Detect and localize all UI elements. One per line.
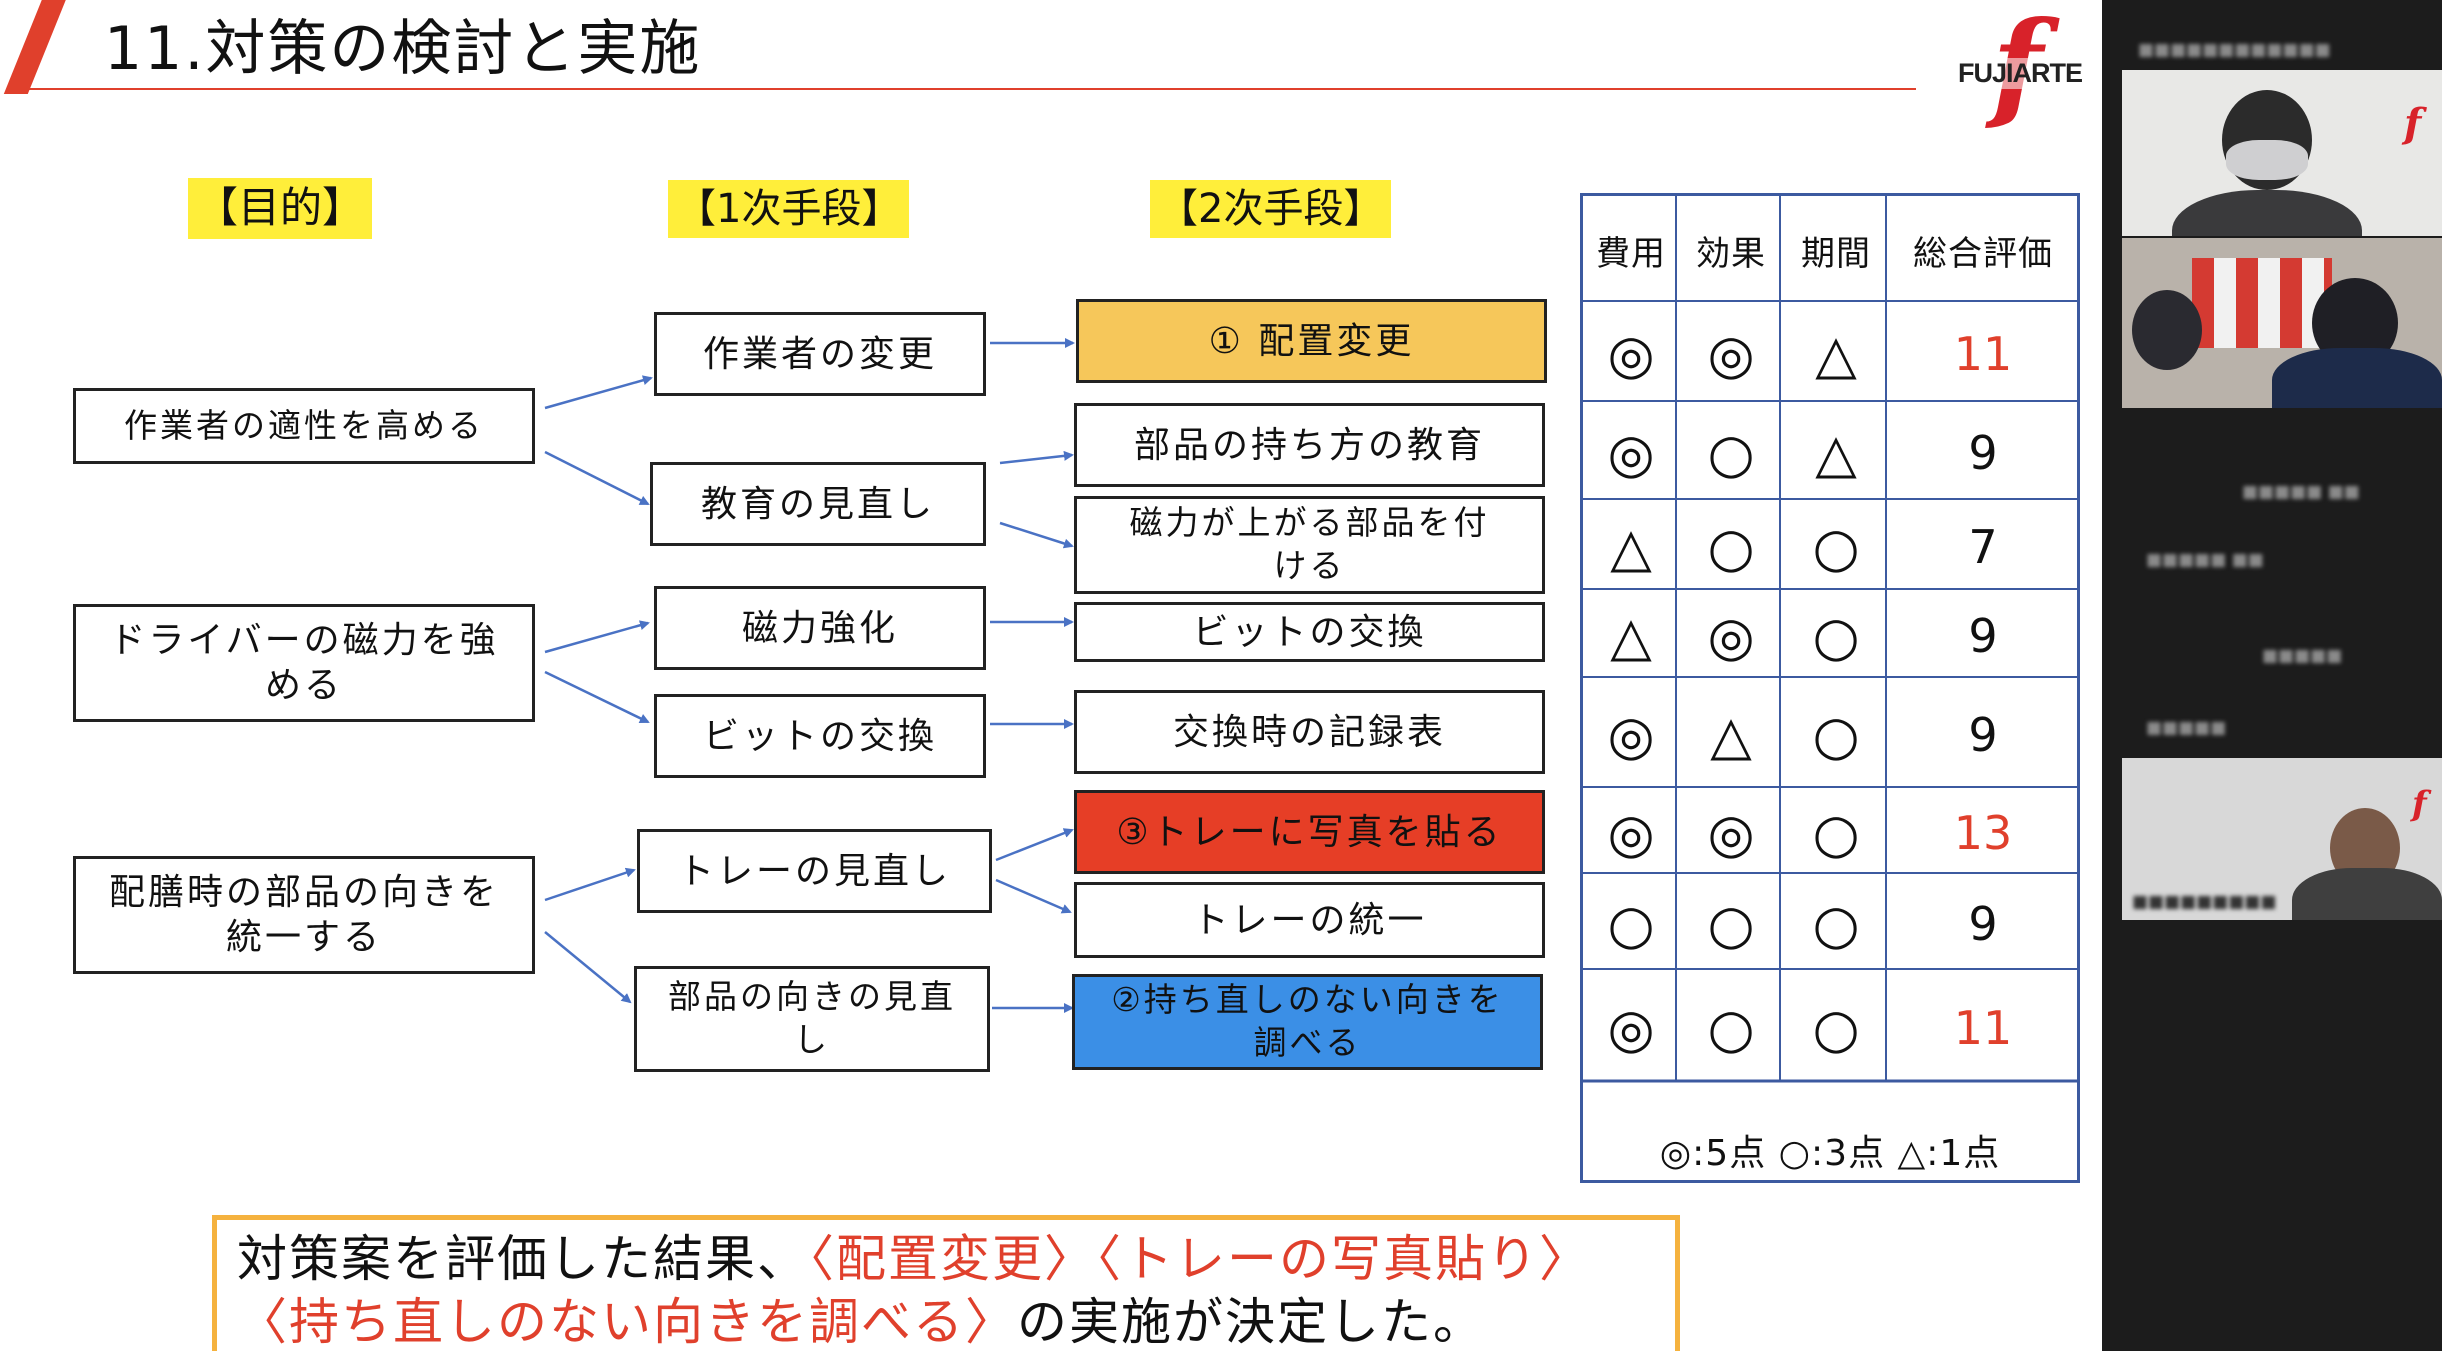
primary-means-box: ビットの交換: [654, 694, 986, 778]
logo-f-mark: f: [2404, 100, 2422, 147]
rating-symbol-cell: ○: [1812, 801, 1860, 865]
participant-name-label: ■■■■■: [2262, 646, 2343, 666]
participant-body: [2172, 190, 2362, 236]
participant-mask: [2226, 140, 2308, 180]
participant-video-tile[interactable]: f ■■■■■■■■■: [2122, 758, 2442, 920]
participant-head: [2132, 290, 2202, 370]
rating-symbol-cell: ○: [1812, 892, 1860, 956]
heading-secondary-means: 【2次手段】: [1150, 180, 1392, 238]
rating-symbol-cell: ○: [1812, 604, 1860, 668]
rating-symbol-cell: △: [1610, 515, 1652, 579]
rating-symbol-cell: △: [1610, 604, 1652, 668]
rating-symbol-cell: ◎: [1707, 801, 1755, 865]
total-score-cell: 11: [1953, 1001, 2013, 1055]
presentation-slide: 11.対策の検討と実施 f FUJIARTE 【目的】 【1次手段】 【2次手段…: [3, 0, 2084, 1351]
conclusion-highlight: 〈配置変更〉〈トレーの写真貼り〉: [809, 1230, 1591, 1288]
total-score-cell: 9: [1968, 609, 1998, 663]
rating-symbol-cell: ○: [1707, 892, 1755, 956]
primary-means-box: 部品の向きの見直し: [634, 966, 990, 1072]
rating-symbol-cell: ◎: [1607, 703, 1655, 767]
total-score-cell: 9: [1968, 897, 1998, 951]
total-score-cell: 9: [1968, 426, 1998, 480]
title-underline: [24, 88, 1916, 90]
secondary-means-box: 交換時の記録表: [1074, 690, 1545, 774]
purpose-box: 作業者の適性を高める: [73, 388, 535, 464]
participant-video-tile[interactable]: f: [2122, 70, 2442, 236]
fujiarte-logo: f FUJIARTE: [1950, 6, 2083, 124]
total-score-cell: 7: [1968, 520, 1998, 574]
flow-arrows: [544, 338, 1075, 1013]
rating-symbol-cell: △: [1710, 703, 1752, 767]
rating-symbol-cell: ○: [1607, 892, 1655, 956]
table-header-cell: 効果: [1696, 233, 1766, 274]
heading-primary-means: 【1次手段】: [668, 180, 910, 238]
participant-tile[interactable]: ■■■■■ ■■ ■■■■■ ■■ ■■■■■ ■■■■■: [2122, 412, 2442, 758]
table-header-cell: 期間: [1801, 233, 1871, 274]
conclusion-line-2: 〈持ち直しのない向きを調べる〉の実施が決定した。: [237, 1291, 1655, 1351]
rating-symbol-cell: ◎: [1607, 322, 1655, 386]
rating-symbol-cell: ○: [1707, 515, 1755, 579]
slide-title: 11.対策の検討と実施: [104, 14, 702, 84]
total-score-cell: 13: [1953, 806, 2013, 860]
logo-text: FUJIARTE: [1958, 58, 2083, 89]
conclusion-box: 対策案を評価した結果、〈配置変更〉〈トレーの写真貼り〉 〈持ち直しのない向きを調…: [212, 1215, 1680, 1351]
rating-symbol-cell: ○: [1812, 515, 1860, 579]
secondary-means-box-selected: ②持ち直しのない向きを調べる: [1072, 974, 1543, 1070]
participant-name-label: ■■■■■■■■■■■■: [2138, 40, 2331, 60]
secondary-means-box-selected: ③トレーに写真を貼る: [1074, 790, 1545, 874]
rating-symbol-cell: ◎: [1707, 322, 1755, 386]
rating-symbol-cell: ◎: [1607, 996, 1655, 1060]
heading-purpose: 【目的】: [188, 178, 373, 239]
secondary-means-box: 磁力が上がる部品を付ける: [1074, 496, 1545, 594]
table-header-cell: 費用: [1596, 233, 1666, 274]
table-grid: [1580, 193, 2080, 1083]
evaluation-table: 費用効果期間 総合評価 ◎ ◎ △ 11 ◎ ○ △ 9 △ ○ ○ 7 △ ◎ ○ 9 ◎ △ ○ 9 ◎ ◎ ○ 13 ○ ○ ○ 9…: [1580, 193, 2080, 1183]
primary-means-box: トレーの見直し: [637, 829, 992, 913]
primary-means-box: 磁力強化: [654, 586, 986, 670]
purpose-box: 配膳時の部品の向きを統一する: [73, 856, 535, 974]
participant-name-label: ■■■■■■■■■: [2132, 892, 2277, 912]
participant-tile[interactable]: ■■■■■■■■■■■■: [2122, 0, 2442, 66]
table-header-cell: 総合評価: [1913, 233, 2053, 274]
primary-means-box: 教育の見直し: [650, 462, 986, 546]
backdrop-banner: [2192, 258, 2332, 348]
conclusion-text: の実施が決定した。: [1017, 1293, 1485, 1351]
rating-symbol-cell: ○: [1812, 703, 1860, 767]
rating-symbol-cell: ○: [1707, 421, 1755, 485]
score-legend: ◎:5点 ○:3点 △:1点: [1659, 1133, 2001, 1174]
conclusion-highlight: 〈持ち直しのない向きを調べる〉: [237, 1293, 1017, 1351]
participant-body: [2272, 348, 2442, 408]
participant-name-label: ■■■■■: [2146, 718, 2227, 738]
secondary-means-box: ビットの交換: [1074, 602, 1545, 662]
participant-name-label: ■■■■■ ■■: [2146, 550, 2264, 570]
rating-symbol-cell: △: [1815, 322, 1857, 386]
participant-body: [2292, 868, 2442, 920]
primary-means-box: 作業者の変更: [654, 312, 986, 396]
secondary-means-box-selected: ① 配置変更: [1076, 299, 1547, 383]
secondary-means-box: 部品の持ち方の教育: [1074, 403, 1545, 487]
rating-symbol-cell: △: [1815, 421, 1857, 485]
total-score-cell: 9: [1968, 708, 1998, 762]
rating-symbol-cell: ◎: [1707, 604, 1755, 668]
conclusion-line-1: 対策案を評価した結果、〈配置変更〉〈トレーの写真貼り〉: [237, 1228, 1655, 1291]
rating-symbol-cell: ◎: [1607, 421, 1655, 485]
logo-f-mark: f: [2412, 784, 2427, 824]
video-call-sidebar: ■■■■■■■■■■■■ f ■■■■■ ■■ ■■■■■ ■■ ■■■■■ ■…: [2102, 0, 2442, 1351]
rating-symbol-cell: ◎: [1607, 801, 1655, 865]
participant-video-tile[interactable]: [2122, 238, 2442, 408]
participant-name-label: ■■■■■ ■■: [2242, 482, 2360, 502]
secondary-means-box: トレーの統一: [1074, 882, 1545, 958]
purpose-box: ドライバーの磁力を強める: [73, 604, 535, 722]
rating-symbol-cell: ○: [1812, 996, 1860, 1060]
total-score-cell: 11: [1953, 327, 2013, 381]
conclusion-text: 対策案を評価した結果、: [237, 1230, 809, 1288]
rating-symbol-cell: ○: [1707, 996, 1755, 1060]
